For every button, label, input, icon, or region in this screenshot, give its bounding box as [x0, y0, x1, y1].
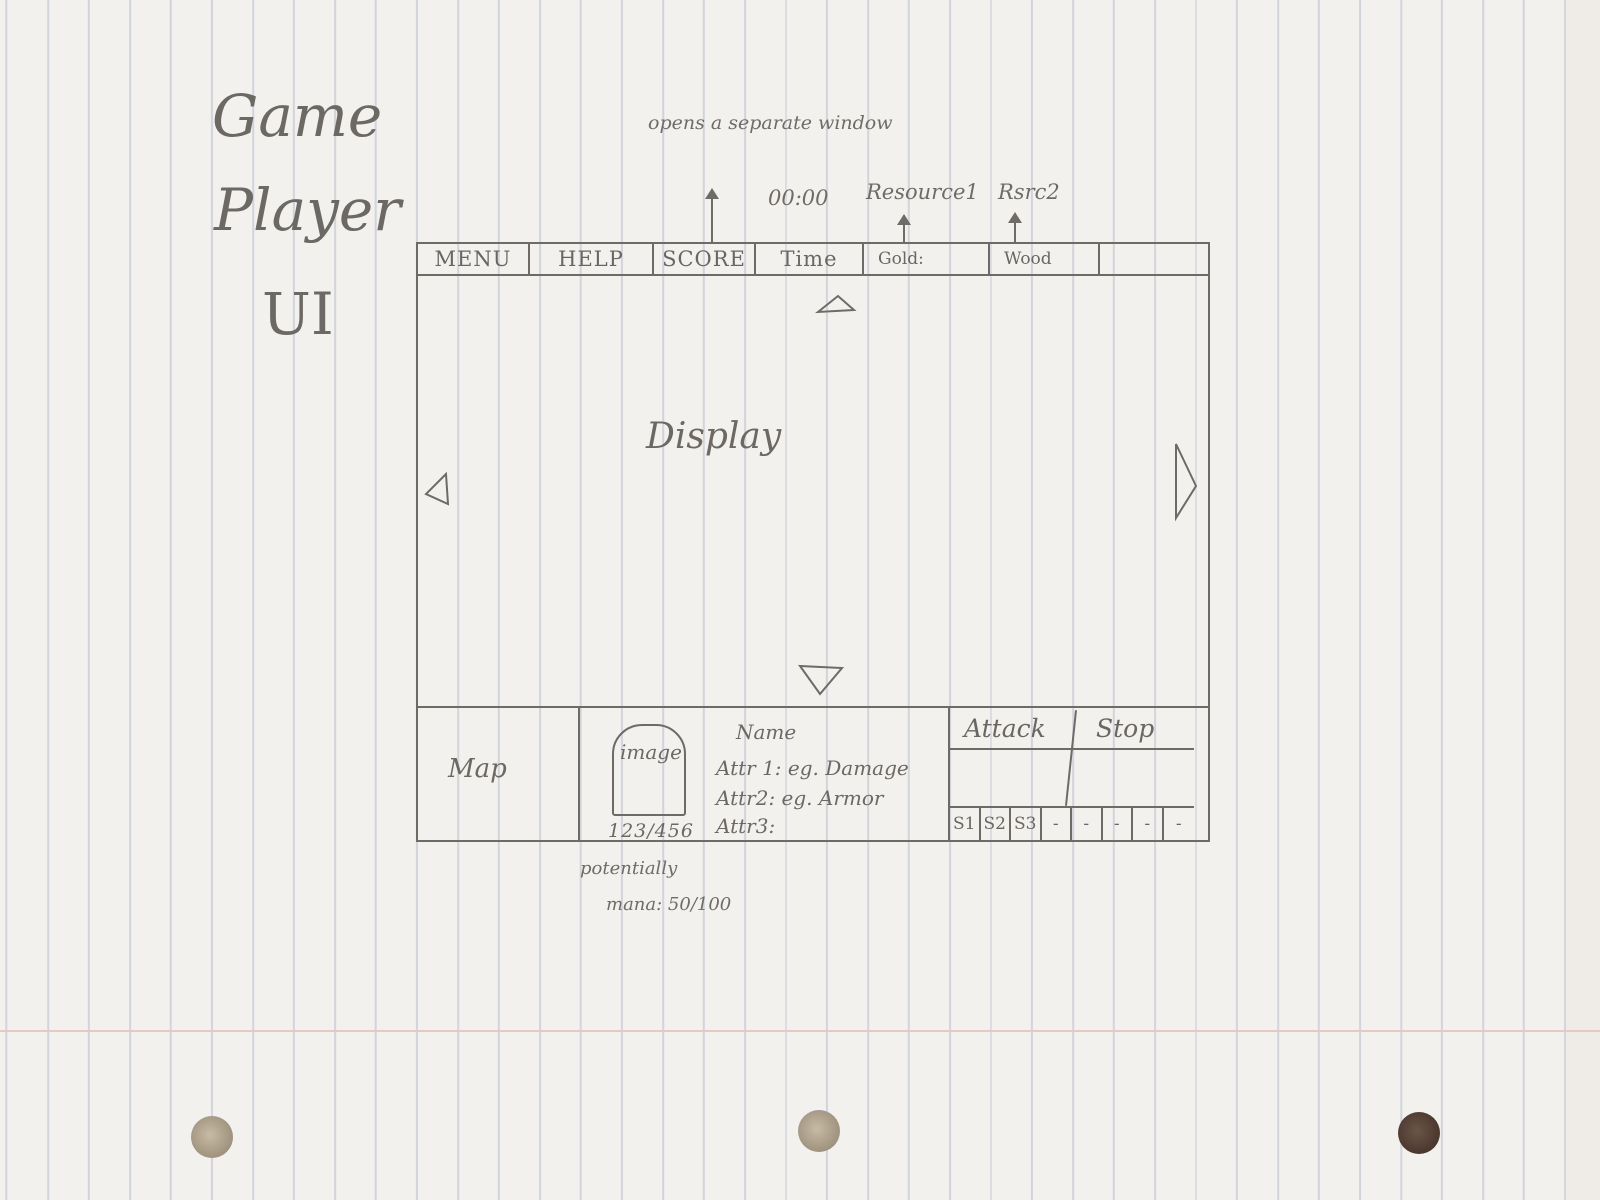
resource2-annotation: Rsrc2 [998, 180, 1060, 204]
scroll-right-arrow-icon[interactable] [1170, 440, 1200, 524]
sketch-title-line-1: Game [212, 82, 383, 150]
ability-slot-6[interactable]: - [1103, 808, 1133, 840]
menu-button[interactable]: MENU [418, 244, 530, 274]
unit-name: Name [736, 720, 797, 744]
paper-margin-line [0, 1030, 1600, 1032]
resource1-annotation: Resource1 [866, 180, 979, 204]
binder-hole-center [798, 1110, 840, 1152]
unit-attr-1: Attr 1: eg. Damage [716, 756, 909, 780]
wood-display: Wood [990, 244, 1100, 274]
mana-annotation-line-2: mana: 50/100 [606, 894, 732, 915]
time-annotation: 00:00 [768, 186, 829, 210]
unit-portrait-label: image [620, 740, 682, 764]
mana-annotation-line-1: potentially [580, 858, 678, 879]
unit-portrait: image [612, 724, 686, 816]
ability-slot-4[interactable]: - [1042, 808, 1072, 840]
score-annotation-arrow [705, 188, 719, 242]
top-bar: MENU HELP SCORE Time Gold: Wood [418, 244, 1208, 276]
ability-slot-7[interactable]: - [1133, 808, 1164, 840]
score-button[interactable]: SCORE [654, 244, 756, 274]
time-display: Time [756, 244, 864, 274]
binder-hole-left [191, 1116, 233, 1158]
stop-button[interactable]: Stop [1096, 713, 1155, 743]
topbar-empty-slot [1100, 244, 1208, 274]
unit-health: 123/456 [608, 820, 694, 842]
score-annotation: opens a separate window [648, 112, 893, 134]
gold-display: Gold: [864, 244, 990, 274]
command-panel: Attack Stop S1 S2 S3 - - - - - [948, 708, 1194, 842]
unit-info-panel: image 123/456 Name Attr 1: eg. Damage At… [580, 708, 950, 842]
attack-button[interactable]: Attack [964, 713, 1046, 743]
scroll-down-arrow-icon[interactable] [796, 662, 846, 698]
binder-hole-right [1398, 1112, 1440, 1154]
unit-attr-3: Attr3: [716, 814, 776, 838]
scroll-up-arrow-icon[interactable] [814, 292, 858, 316]
minimap[interactable]: Map [418, 708, 580, 842]
ability-slot-row: S1 S2 S3 - - - - - [950, 806, 1194, 840]
resource2-annotation-arrow [1008, 212, 1022, 242]
ability-slot-3[interactable]: S3 [1011, 808, 1042, 840]
resource1-annotation-arrow [897, 214, 911, 242]
ability-slot-8[interactable]: - [1175, 814, 1182, 834]
minimap-label: Map [448, 754, 507, 784]
ability-slot-1[interactable]: S1 [950, 808, 981, 840]
sketch-title-line-3: UI [262, 280, 334, 348]
unit-attr-2: Attr2: eg. Armor [716, 786, 884, 810]
scroll-left-arrow-icon[interactable] [422, 470, 452, 510]
ability-slot-2[interactable]: S2 [981, 808, 1011, 840]
bottom-panel: Map image 123/456 Name Attr 1: eg. Damag… [418, 706, 1208, 842]
help-button[interactable]: HELP [530, 244, 654, 274]
sketch-title-line-2: Player [214, 176, 401, 244]
display-area-label: Display [646, 416, 782, 457]
ability-slot-5[interactable]: - [1072, 808, 1103, 840]
game-window: MENU HELP SCORE Time Gold: Wood Display … [416, 242, 1210, 842]
